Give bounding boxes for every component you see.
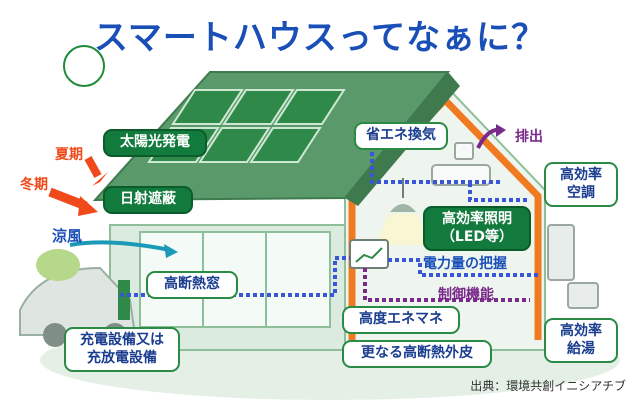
outdoor-unit-icon — [567, 282, 599, 309]
wire-control — [363, 268, 530, 302]
label-insulation: 更なる高断熱外皮 — [342, 340, 492, 368]
ceiling-lamp-icon — [376, 178, 430, 245]
label-summer: 夏期 — [55, 147, 83, 163]
bush — [36, 249, 80, 281]
label-power-monitor: 電力量の把握 — [423, 256, 507, 272]
label-aircon: 高効率 空調 — [544, 162, 618, 207]
charger-icon — [118, 280, 130, 320]
label-lighting: 高効率照明 （LED等） — [423, 206, 531, 251]
label-solar: 太陽光発電 — [103, 129, 207, 157]
label-winter: 冬期 — [20, 177, 48, 193]
label-cool-breeze: 涼風 — [52, 227, 83, 245]
energy-monitor-icon — [349, 239, 389, 269]
label-ev-charger: 充電設備又は 充放電設備 — [64, 327, 180, 372]
label-ventilation: 省エネ換気 — [354, 122, 448, 150]
summer-sun-arrow-icon — [84, 156, 108, 186]
label-insulated-window: 高断熱窓 — [146, 271, 238, 299]
label-hems: 高度エネマネ — [342, 306, 460, 334]
cool-breeze-arrow-icon — [69, 240, 178, 258]
electric-car — [19, 266, 137, 347]
sun-icon — [63, 45, 105, 87]
label-water-heater: 高効率 給湯 — [544, 318, 618, 363]
source-credit: 出典：環境共創イニシアチブ — [470, 379, 626, 393]
label-exhaust: 排出 — [515, 129, 543, 145]
winter-sun-arrow-icon — [48, 187, 98, 216]
wire-aircon — [468, 183, 530, 202]
water-heater-icon — [547, 224, 575, 281]
page-title: スマートハウスってなぁに？ — [93, 18, 547, 58]
vent-fan-icon — [454, 142, 474, 160]
exhaust-arrow-icon — [476, 124, 506, 149]
wire-ventilation — [370, 138, 500, 184]
label-shading: 日射遮蔽 — [103, 186, 193, 214]
label-control: 制御機能 — [438, 287, 494, 303]
wire-monitor — [388, 258, 540, 277]
